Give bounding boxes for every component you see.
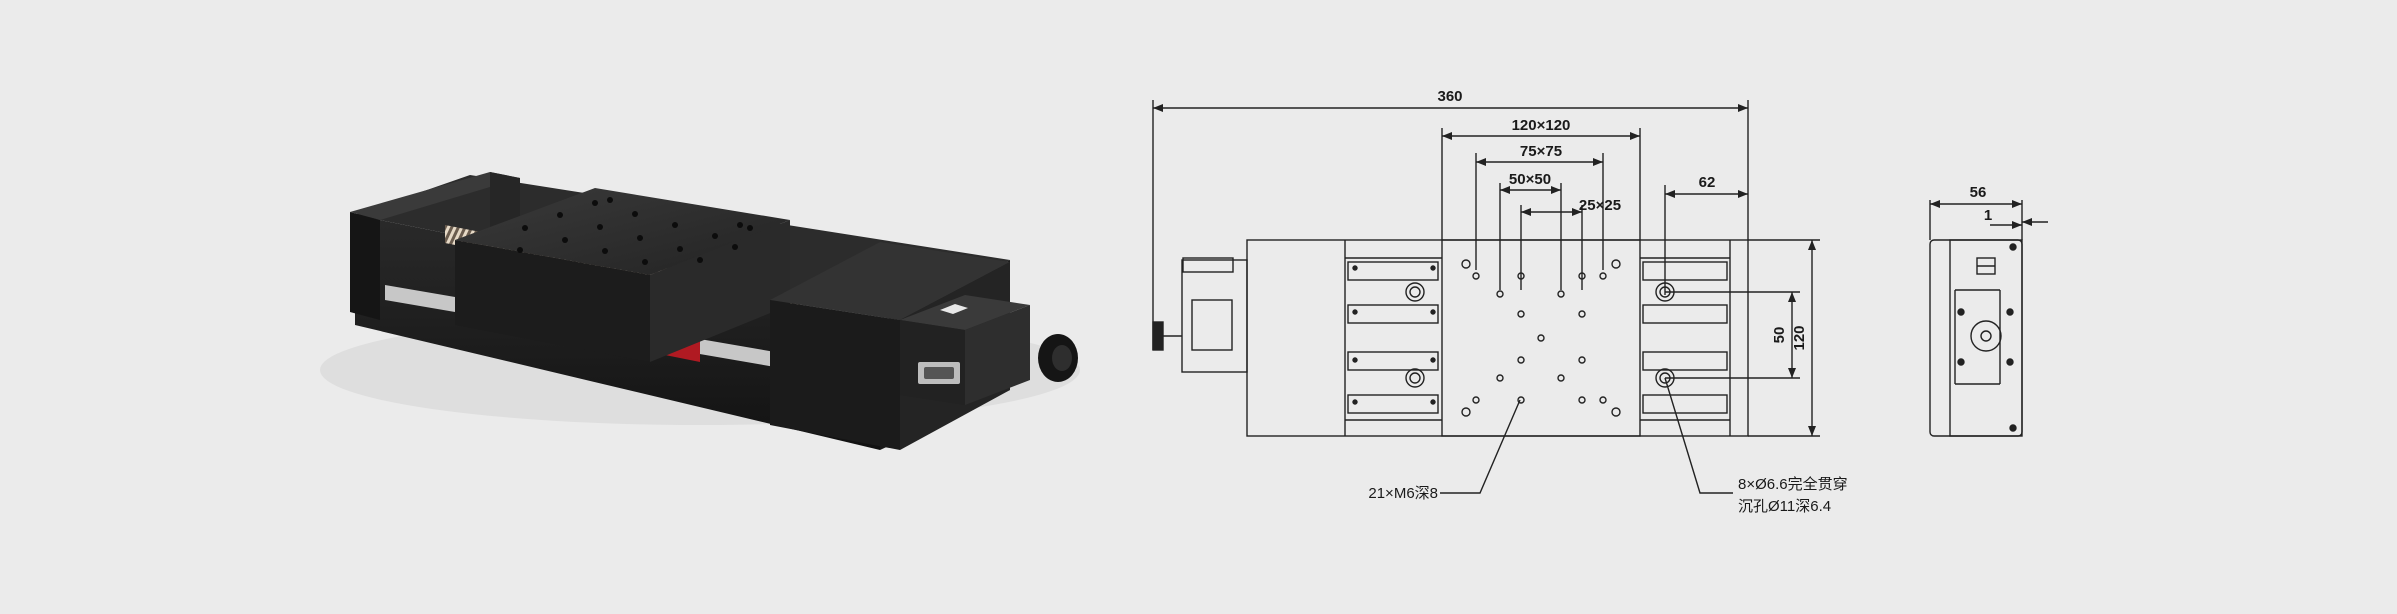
stage-outline — [1246, 239, 1749, 437]
carriage-side-face — [650, 220, 790, 362]
dim-50x50-label: 50×50 — [1509, 171, 1551, 188]
db9-connector — [918, 362, 960, 384]
dim-25x25-label: 25×25 — [1579, 197, 1621, 214]
dim-120x120-label: 120×120 — [1512, 117, 1571, 134]
carriage-outline — [1441, 239, 1641, 437]
callout-through-holes-1: 8×Ø6.6完全贯穿 — [1738, 475, 1848, 493]
dim-1-label: 1 — [1984, 207, 1992, 224]
carriage-front-face — [455, 240, 650, 362]
dim-75x75-label: 75×75 — [1520, 143, 1562, 160]
end-view-outline — [1929, 239, 2023, 437]
dim-56-label: 56 — [1970, 184, 1987, 201]
top-view-drawing — [1152, 100, 1820, 494]
leader-through — [1664, 377, 1733, 494]
motor-outline — [1181, 259, 1248, 373]
carriage-mounting-holes — [517, 197, 753, 265]
rail-screws — [1352, 265, 1436, 405]
leader-tapped — [1440, 399, 1521, 494]
motor-housing-front — [770, 300, 900, 450]
hand-knob[interactable] — [1038, 334, 1078, 382]
motor-housing-top — [770, 242, 1010, 320]
left-end-block-top — [350, 172, 520, 220]
carriage-top-face — [455, 188, 790, 275]
dim-v120-label: 120 — [1791, 325, 1808, 350]
callout-tapped-holes: 21×M6深8 — [1368, 485, 1438, 502]
dim-360-label: 360 — [1437, 88, 1462, 105]
tapped-hole-grid — [1461, 259, 1621, 417]
linear-stage-render — [320, 172, 1080, 450]
callout-through-holes-2: 沉孔Ø11深6.4 — [1738, 498, 1831, 515]
end-view-drawing — [1929, 200, 2048, 437]
left-end-block-front — [350, 212, 380, 320]
dim-62-label: 62 — [1699, 174, 1716, 191]
dim-v50-label: 50 — [1771, 327, 1788, 344]
